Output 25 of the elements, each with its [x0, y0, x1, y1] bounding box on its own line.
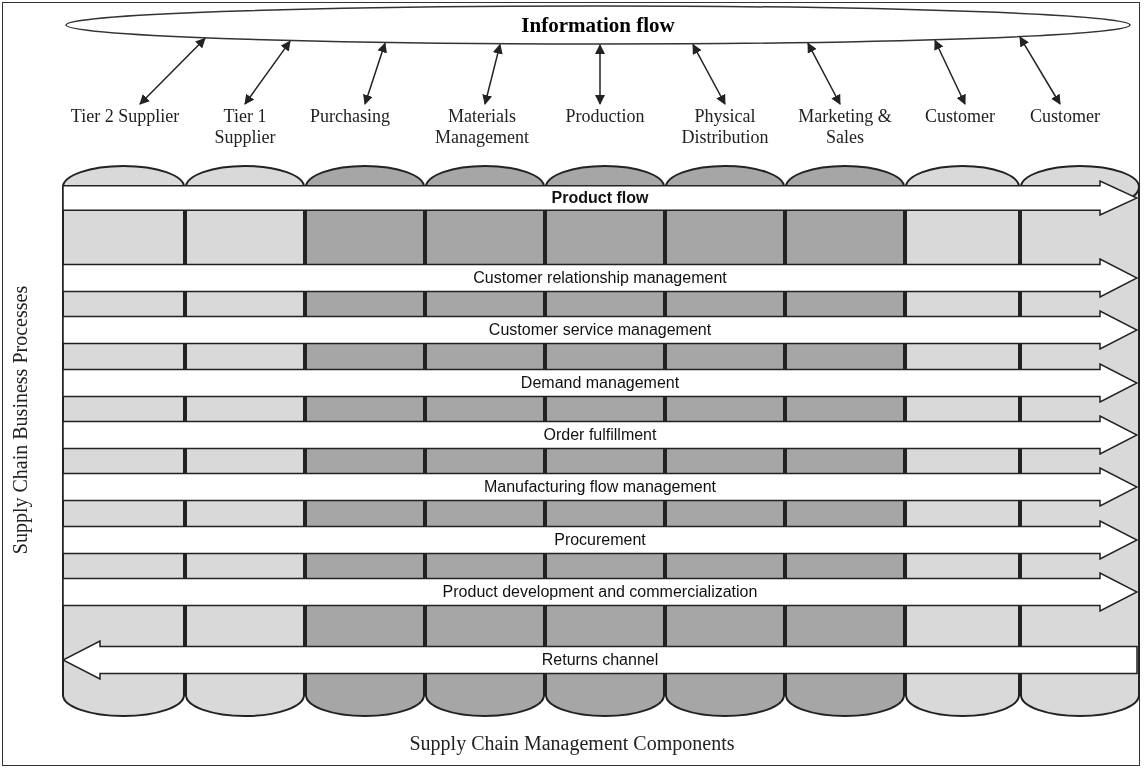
column-label: Tier 2 Supplier — [70, 106, 180, 127]
double-arrow — [363, 42, 387, 105]
double-arrow — [595, 44, 605, 105]
double-arrow — [244, 40, 291, 105]
double-arrow — [807, 42, 841, 105]
bottom-title: Supply Chain Management Components — [408, 733, 736, 754]
double-arrow — [1019, 36, 1061, 105]
right-block-arrow: Customer relationship management — [62, 258, 1138, 298]
double-arrow — [139, 37, 206, 105]
right-block-arrow: Demand management — [62, 363, 1138, 403]
double-arrow — [934, 39, 966, 105]
information-flow-ellipse: Information flow — [65, 5, 1131, 45]
double-arrow — [482, 43, 503, 105]
column-label: Marketing & Sales — [790, 106, 900, 148]
right-block-arrow: Customer service management — [62, 310, 1138, 350]
double-arrow — [692, 43, 726, 105]
column-label: Customer — [1015, 106, 1115, 127]
vertical-axis-title: Supply Chain Business Processes — [9, 285, 31, 555]
right-block-arrow: Manufacturing flow management — [62, 467, 1138, 507]
left-block-arrow: Returns channel — [62, 640, 1138, 680]
right-block-arrow: Order fulfillment — [62, 415, 1138, 455]
right-block-arrow: Procurement — [62, 520, 1138, 560]
right-block-arrow: Product development and commercialization — [62, 572, 1138, 612]
right-block-arrow: Product flow — [62, 180, 1138, 216]
column-label: Customer — [910, 106, 1010, 127]
